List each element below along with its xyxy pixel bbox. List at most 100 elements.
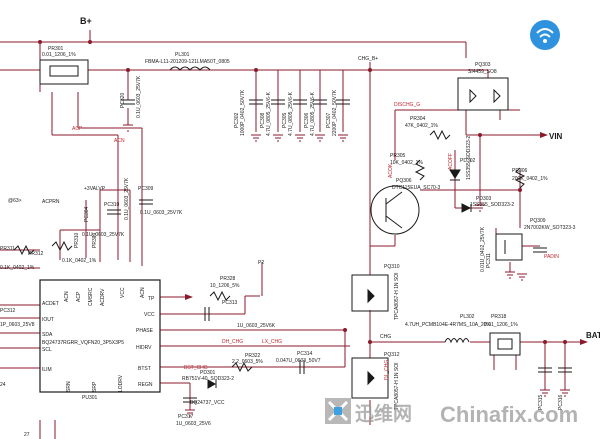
pc306-ref: PC306: [304, 112, 310, 128]
pin-acdrv: ACDRV: [100, 288, 106, 306]
pq306-collector: [385, 191, 403, 205]
net-lx-chg: LX_CHG: [262, 339, 282, 345]
net-dh-chg: DH_CHG: [222, 339, 243, 345]
pr301-ref: PR301: [48, 46, 64, 52]
pc311-val: 0.01U_0402_25V7K: [480, 226, 486, 272]
pd301-diode-icon: [207, 379, 217, 389]
pr301-body: [39, 59, 89, 85]
pin-btst: BTST: [138, 366, 151, 372]
rail-vin: VIN: [549, 132, 563, 141]
pin-srn: SRN: [66, 381, 72, 392]
bat-arrow-icon: [580, 339, 588, 345]
net-acp: ACP: [72, 126, 83, 132]
pu301-val: BQ24737RGRR_VQFN20_3P5X3P5: [42, 340, 124, 346]
pr312-resistor: [51, 240, 73, 252]
pq310-body: [351, 274, 389, 312]
pr311-val: 0.1K_0402_1%: [0, 265, 35, 271]
pl302-val: 4.7UH_PCMB104E-4R7MS_10A_20%: [405, 322, 491, 328]
pr322-ref: PR322: [245, 353, 261, 359]
junction-dot: [543, 340, 547, 344]
net-acok: ACOK: [388, 163, 394, 178]
pc302-ref: PC302: [234, 112, 240, 128]
pr306-val: 200K_0402_1%: [512, 176, 548, 182]
wifi-icon: [536, 28, 554, 34]
pin-acn: ACN: [64, 291, 70, 302]
pc313-val: 1U_0603_25V6K: [237, 323, 276, 329]
pd303-ref: PD303: [476, 196, 492, 202]
pc317-ref: PC317: [178, 414, 194, 420]
pc307-ref: PC307: [326, 112, 332, 128]
pr311-ref: PR311: [0, 246, 15, 252]
pq310-diode: [367, 288, 375, 304]
pr310-ref: PR310: [74, 232, 80, 248]
pq310-val: TPCA8057-H 1N SOI: [394, 272, 400, 320]
pc309-ref: PC309: [138, 186, 154, 192]
pc310-ref: PC310: [104, 202, 120, 208]
pr318-body: [489, 332, 521, 356]
pc315-ref: PC315: [538, 394, 544, 410]
junctions: [38, 40, 567, 344]
junction-dot: [518, 188, 522, 192]
pl302-ref: PL302: [460, 314, 475, 320]
pc310-val: 0.1U_0603_25V7K: [82, 232, 125, 238]
pu301-ref: PU301: [82, 395, 98, 401]
junction-dot: [343, 328, 347, 332]
grounds: [123, 124, 570, 417]
tp-arrow-icon: [185, 294, 193, 300]
pin-ilim: ILIM: [42, 367, 52, 373]
wifi-badge[interactable]: [530, 20, 560, 50]
pq303-body: [457, 77, 509, 111]
pl301-bead: [169, 66, 211, 71]
pd302-val: 1SS355_SOD323-2: [466, 136, 472, 180]
net-num27: 27: [24, 432, 30, 438]
pr322-resistor: [231, 361, 253, 373]
net-n63: @63>: [8, 198, 22, 204]
ground-icon: [517, 273, 527, 281]
pq310-ref: PQ310: [384, 264, 400, 270]
net-acn: ACN: [114, 138, 125, 144]
junction-dot: [478, 133, 482, 137]
pc316-ref: PC316: [558, 394, 564, 410]
pc311-ref: PC311: [486, 253, 492, 268]
pin-phase: PHASE: [136, 328, 154, 334]
pr305-ref: PR305: [390, 153, 406, 159]
pr311-resistor: [13, 244, 35, 256]
pc305-val: 4.7U_0805_25V6-K: [288, 91, 294, 136]
pc309-val: 0.1U_0603_25V7K: [140, 210, 183, 216]
pc320-val: 0.1U_0603_25V7K: [136, 75, 142, 118]
junction-dot: [254, 68, 258, 72]
pin-tp: TP: [148, 296, 155, 302]
ground-icon: [251, 134, 261, 142]
pq306-emitter: [385, 215, 403, 229]
wifi-icon: [539, 33, 551, 38]
ground-icon: [475, 204, 485, 212]
pl301-val: FBMA-L11-201209-121LMA50T_0805: [145, 59, 230, 65]
pin-cmsrc: CMSRC: [88, 287, 94, 306]
ground-icon: [540, 389, 550, 397]
pin-vcc-top: VCC: [120, 287, 126, 298]
ground-icon: [123, 124, 133, 132]
pin-iout: IOUT: [42, 317, 54, 323]
pq312-val: TPCA8057-H 1N SOI: [394, 362, 400, 410]
pr312-val: 0.1K_0402_1%: [62, 258, 97, 264]
net-dischg-g: DISCHG_G: [394, 102, 420, 108]
pin-hidrv: HIDRV: [136, 345, 152, 351]
rail-chg-b-plus: CHG_B+: [358, 56, 378, 62]
pin-sda: SDA: [42, 332, 53, 338]
net-acprn: ACPRN: [42, 199, 60, 205]
pc302-val: 1000P_0402_50V7K: [240, 89, 246, 136]
watermark-logo-icon: [325, 398, 351, 424]
junction-dot: [563, 340, 567, 344]
pc314-ref: PC314: [297, 351, 313, 357]
net-bq-vcc: BQ24737_VCC: [190, 400, 225, 406]
pin-acp: ACP: [76, 291, 82, 302]
pin-lodrv: LODRV: [118, 374, 124, 392]
pq303-ref: PQ303: [475, 62, 491, 68]
junction-dot: [88, 40, 92, 44]
rail-bat: BAT: [586, 331, 600, 340]
pq306-val: DTC115EUA_SC70-3: [392, 185, 440, 191]
pq303-val: SI4459_SO8: [468, 69, 497, 75]
pl301-ref: PL301: [175, 52, 190, 58]
pr309-ref: PR309: [92, 232, 98, 248]
